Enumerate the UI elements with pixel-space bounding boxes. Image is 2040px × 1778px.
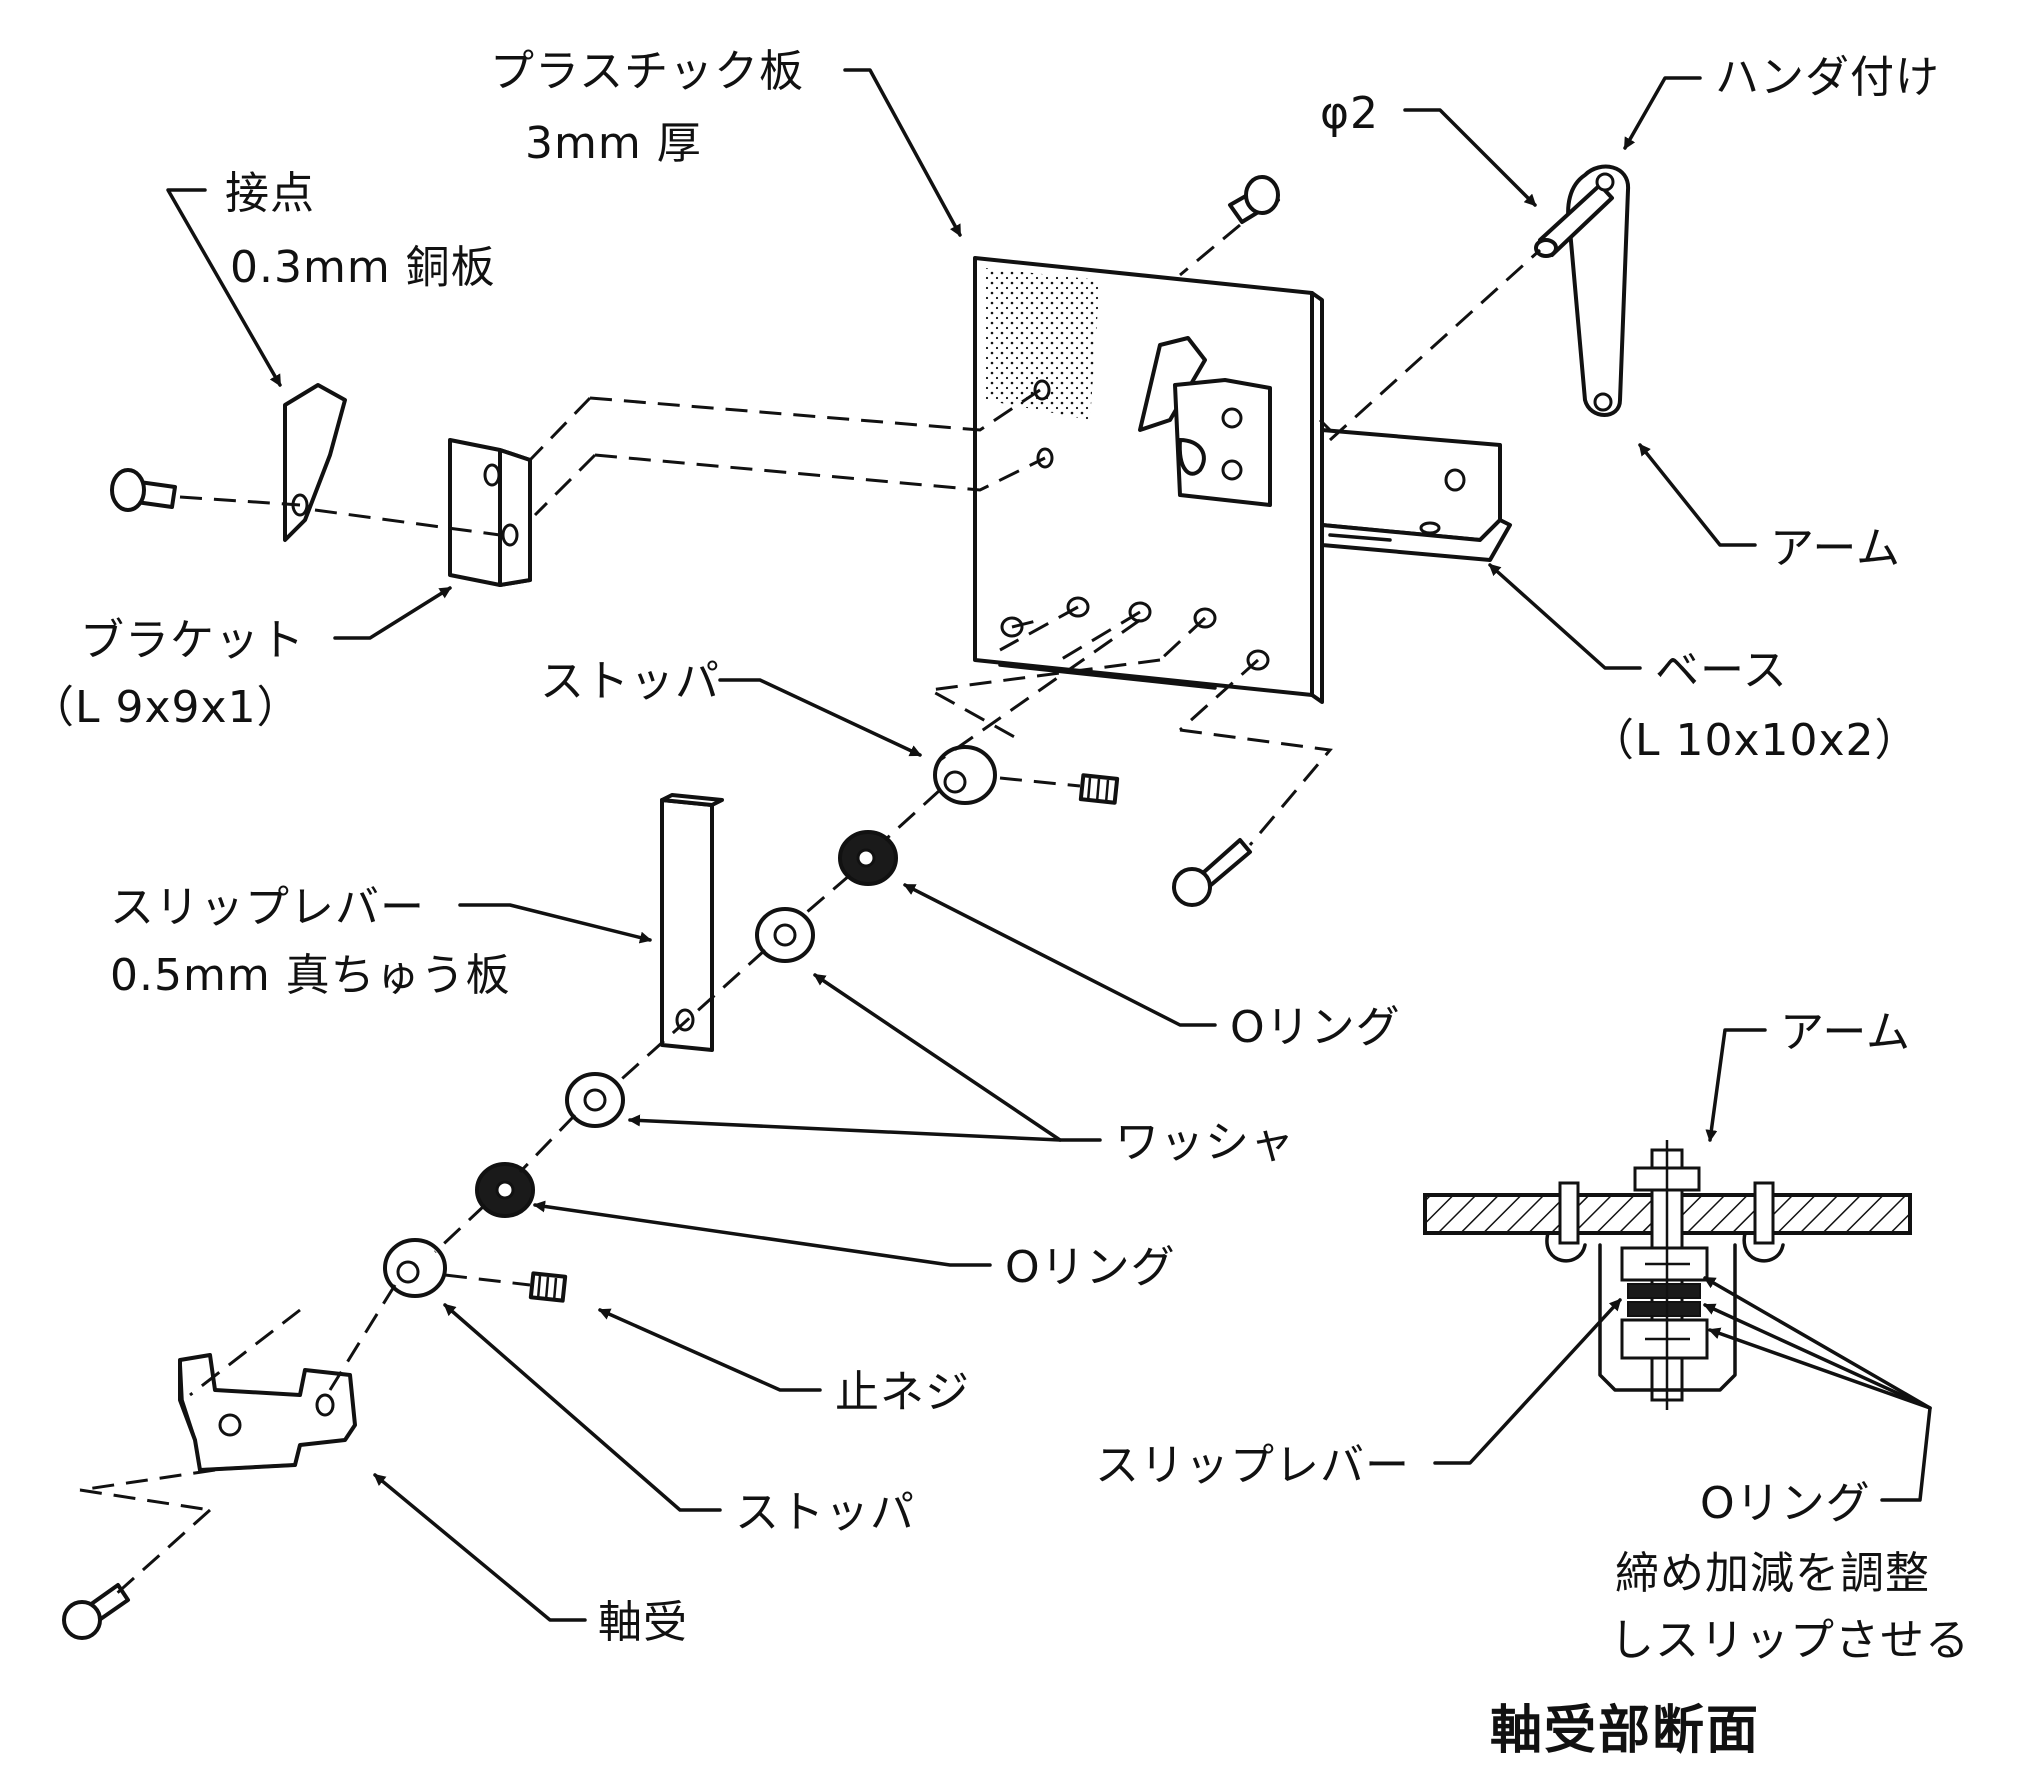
bearing-cross-section — [1423, 1140, 1912, 1410]
labels: プラスチック板 3mm 厚 φ2 ハンダ付け 接点 0.3mm 銅板 アーム ブ… — [30, 46, 1970, 1761]
label-bracket-dim: （L 9x9x1） — [30, 682, 302, 733]
label-solder: ハンダ付け — [1715, 52, 1940, 103]
screw-bottom-left — [62, 1583, 130, 1640]
label-section-title: 軸受部断面 — [1490, 1701, 1760, 1761]
label-section-note-1: 締め加減を調整 — [1615, 1548, 1930, 1599]
bracket-part — [448, 438, 532, 587]
label-slip-lever: スリップレバー — [110, 882, 425, 933]
label-section-arm: アーム — [1780, 1007, 1911, 1058]
label-section-note-2: しスリップさせる — [1610, 1615, 1970, 1666]
set-screw-upper — [1078, 773, 1120, 805]
label-plastic-plate: プラスチック板 — [490, 46, 804, 97]
slip-lever-strip — [660, 793, 724, 1052]
label-arm-top: アーム — [1770, 523, 1901, 574]
label-set-screw: 止ネジ — [835, 1367, 970, 1418]
label-plate-thickness: 3mm 厚 — [525, 118, 702, 169]
label-base-dim: （L 10x10x2） — [1590, 715, 1920, 766]
screw-left — [110, 468, 177, 512]
screw-top — [1228, 175, 1280, 224]
leader-lines — [166, 68, 1932, 1622]
base-angle — [1320, 428, 1512, 562]
label-bracket: ブラケット — [80, 615, 305, 666]
label-oring-1: Oリング — [1230, 1002, 1401, 1053]
label-phi2: φ2 — [1320, 88, 1379, 139]
label-section-oring: Oリング — [1700, 1478, 1871, 1529]
label-stopper-top: ストッパ — [540, 656, 720, 707]
screw-right — [1172, 838, 1252, 907]
arm-part — [1534, 164, 1631, 417]
label-section-slip-lever: スリップレバー — [1095, 1440, 1410, 1491]
label-contact-material: 0.3mm 銅板 — [230, 242, 496, 293]
axis-parts — [383, 745, 997, 1298]
plastic-plate — [973, 256, 1324, 704]
set-screw-lower — [528, 1271, 568, 1303]
label-slip-lever-material: 0.5mm 真ちゅう板 — [110, 950, 511, 1001]
label-base: ベース — [1655, 645, 1788, 696]
label-stopper-bottom: ストッパ — [735, 1487, 915, 1538]
label-bearing: 軸受 — [598, 1597, 688, 1648]
label-oring-2: Oリング — [1005, 1242, 1176, 1293]
label-washer: ワッシャ — [1115, 1117, 1295, 1168]
label-contact: 接点 — [225, 168, 315, 219]
assembly-dashed-lines — [79, 223, 1542, 1597]
contact-plate — [283, 383, 347, 542]
bearing-part — [178, 1353, 357, 1472]
plate-contact-assembly — [1138, 336, 1272, 507]
